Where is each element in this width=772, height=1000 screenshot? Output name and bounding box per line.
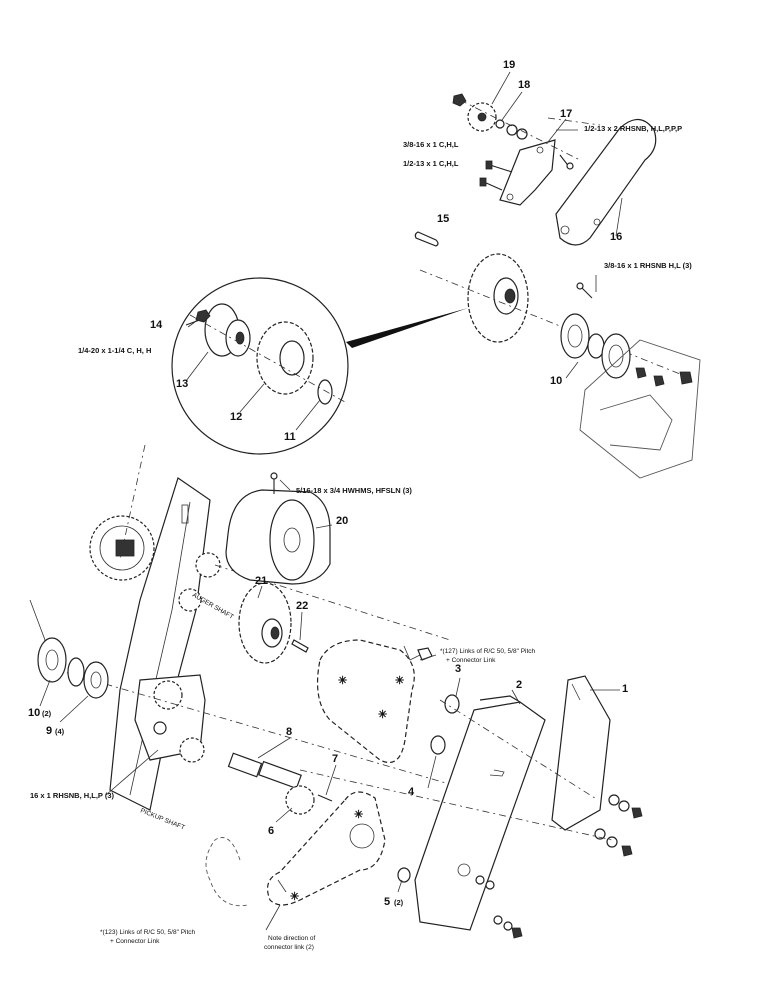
sprocket-part-21: [238, 582, 292, 664]
spacer-part-3: [444, 694, 460, 714]
hardware-bolt-38-1: 3/8-16 x 1 C,H,L: [403, 140, 459, 149]
callout-3: 3: [455, 663, 461, 675]
callout-16: 16: [610, 231, 622, 243]
main-frame-plate: [109, 477, 211, 811]
callout-14: 14: [150, 319, 163, 331]
note-links-127-line2: + Connector Link: [446, 657, 496, 664]
note-connector-line2: connector link (2): [264, 944, 314, 951]
callout-21: 21: [255, 575, 267, 587]
callout-19: 19: [503, 59, 515, 71]
svg-text:✳: ✳: [395, 675, 404, 687]
hardware-bolt-12-1: 1/2-13 x 1 C,H,L: [403, 159, 459, 168]
sprocket-part-6: [285, 785, 315, 815]
svg-text:✳: ✳: [354, 809, 363, 821]
callout-10-top: 10: [550, 375, 562, 387]
callout-11: 11: [284, 431, 296, 443]
bearing-flange-part-10-left: [37, 637, 67, 683]
callout-17: 17: [560, 108, 572, 120]
leader-lines: [39, 71, 623, 931]
detail-view: [171, 277, 468, 455]
callout-15: 15: [437, 213, 449, 225]
callout-12: 12: [230, 411, 242, 423]
idler-arm-part-16: [555, 118, 657, 246]
pickup-shaft-label: PICKUP SHAFT: [139, 807, 185, 831]
callout-22: 22: [296, 600, 308, 612]
spacer-part-4: [430, 735, 446, 755]
callout-1: 1: [622, 683, 628, 695]
key-part-7: [317, 794, 333, 802]
callout-9: 9: [46, 725, 52, 737]
callout-10-bottom: 10: [28, 707, 40, 719]
hardware-bolt-14-20: 1/4-20 x 1-1/4 C, H, H: [78, 346, 151, 355]
note-links-123-line1: *(123) Links of R/C 50, 5/8" Pitch: [100, 929, 196, 936]
spacer-part-5: [397, 867, 411, 883]
pin-part-15: [414, 231, 439, 247]
note-links-127-line1: *(127) Links of R/C 50, 5/8" Pitch: [440, 648, 536, 655]
main-sprocket-assembly: [419, 253, 701, 479]
shield-part-1: [551, 675, 611, 831]
callout-5-group: 5 (2): [384, 896, 404, 908]
callout-10-qty: (2): [42, 709, 52, 718]
bracket-part-17: [499, 139, 556, 206]
gearbox-frame: [39, 444, 471, 811]
key-part-22: [291, 639, 309, 653]
callout-4: 4: [408, 786, 415, 798]
svg-text:✳: ✳: [338, 675, 347, 687]
spacer-part-8: [227, 752, 263, 778]
shield-part-2: [414, 701, 546, 931]
callout-9-qty: (4): [55, 727, 65, 736]
svg-text:✳: ✳: [290, 891, 299, 903]
callout-6: 6: [268, 825, 274, 837]
drive-chain-upper: ✳ ✳ ✳: [316, 639, 433, 764]
hardware-bolt-12-2: 1/2-13 x 2 RHSNB, H,L,P,P,P: [584, 124, 682, 133]
note-connector-line1: Note direction of: [268, 935, 316, 942]
note-links-123-line2: + Connector Link: [110, 938, 160, 945]
callout-9-group: 9 (4): [46, 725, 65, 737]
pickup-shaft-parts: [227, 752, 333, 815]
callout-13: 13: [176, 378, 188, 390]
callout-10-bottom-group: 10 (2): [28, 707, 52, 719]
bearing-part-9: [83, 661, 109, 699]
callout-5: 5: [384, 896, 390, 908]
svg-text:✳: ✳: [378, 709, 387, 721]
callout-7: 7: [332, 753, 338, 765]
callout-8: 8: [286, 726, 292, 738]
left-bearing-stack: [29, 599, 109, 699]
hardware-bolt-516: 5/16-18 x 3/4 HWHMS, HFSLN (3): [296, 486, 412, 495]
hardware-bolt-38-rhsnb: 3/8-16 x 1 RHSNB H,L (3): [604, 261, 692, 270]
callout-5-qty: (2): [394, 898, 404, 907]
hardware-bolt-16-rhsnb: 16 x 1 RHSNB, H,L,P (3): [30, 791, 115, 800]
callout-2: 2: [516, 679, 522, 691]
shield-part-20: [225, 472, 331, 585]
callout-18: 18: [518, 79, 530, 91]
drive-chain-lower: ✳ ✳: [205, 791, 386, 907]
right-shields: [299, 675, 643, 939]
idler-arm-assembly: [452, 93, 657, 246]
bearing-flange-part-10: [560, 313, 590, 359]
callout-20: 20: [336, 515, 348, 527]
snap-ring-part-11: [317, 379, 333, 405]
